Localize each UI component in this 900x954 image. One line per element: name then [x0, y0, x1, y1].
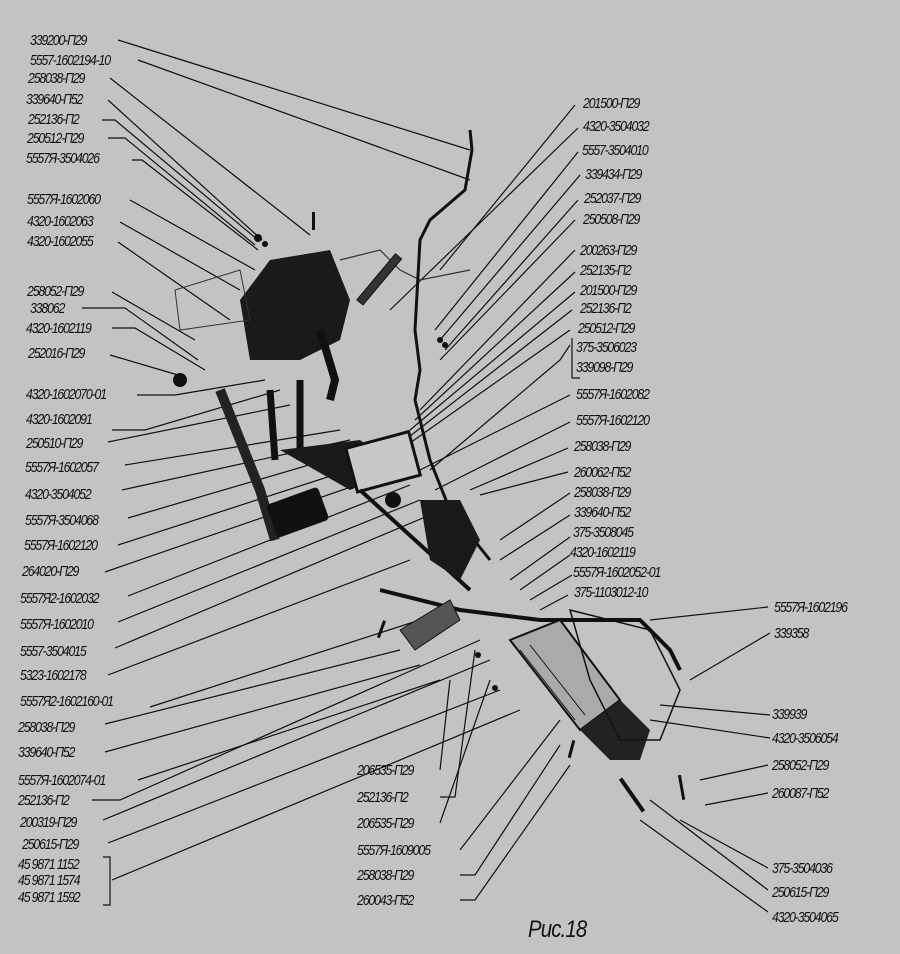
part-label: 4320-1602070-01 [26, 386, 107, 403]
part-label: 5557-1602194-10 [30, 52, 111, 69]
part-label: 258052-П29 [27, 283, 84, 300]
part-label: 252016-П29 [28, 345, 85, 362]
part-label: 258038-П29 [357, 867, 414, 884]
part-label: 206535-П29 [357, 815, 414, 832]
part-label: 252136-П2 [28, 111, 80, 128]
part-label: 200263-П29 [580, 242, 637, 259]
part-label: 5557Я-3504026 [26, 150, 100, 167]
part-label: 4320-3504065 [772, 909, 839, 926]
part-label: 339640-П52 [574, 504, 631, 521]
leader-lines-right [389, 104, 771, 913]
part-label: 4320-1602091 [26, 411, 93, 428]
part-label: 250615-П29 [22, 836, 79, 853]
part-label: 250508-П29 [583, 211, 640, 228]
part-label: 5557Я-3504068 [25, 512, 99, 529]
part-label: 260062-П52 [574, 464, 631, 481]
part-label: 250512-П29 [578, 320, 635, 337]
part-label: 5557Я-1602010 [20, 616, 94, 633]
part-label-group: 45 9871 1152 [18, 856, 80, 873]
part-label: 339434-П29 [585, 166, 642, 183]
part-label: 258038-П29 [574, 438, 631, 455]
part-label-group: 45 9871 1592 [18, 889, 81, 906]
part-label: 4320-3504032 [583, 118, 650, 135]
part-label: 5557Я2-1602032 [20, 590, 100, 607]
part-label: 4320-3506054 [772, 730, 839, 747]
part-label: 5557Я-1602057 [25, 459, 99, 476]
part-label: 5557Я-1609005 [357, 842, 431, 859]
part-label: 258052-П29 [772, 757, 829, 774]
brake-rod [356, 129, 492, 561]
part-label: 375-1103012-10 [574, 584, 648, 601]
part-label: 375-3504036 [772, 860, 833, 877]
part-label: 5557Я-1602060 [27, 191, 101, 208]
part-label: 260087-П52 [772, 785, 829, 802]
part-label: 201500-П29 [583, 95, 640, 112]
leader-lines [82, 39, 521, 906]
part-label: 252037-П29 [584, 190, 641, 207]
part-label: 5557Я-1602196 [774, 599, 848, 616]
part-label: 201500-П29 [580, 282, 637, 299]
part-label: 4320-1602119 [26, 320, 92, 337]
part-label: 339200-П29 [30, 32, 87, 49]
part-label: 338062 [30, 300, 65, 317]
part-label: 339640-П52 [18, 744, 75, 761]
part-label: 252135-П2 [580, 262, 632, 279]
part-label: 5557Я2-1602160-01 [20, 693, 114, 710]
part-label-group: 45 9871 1574 [18, 872, 81, 889]
part-label: 206535-П29 [357, 762, 414, 779]
part-label: 339358 [774, 625, 809, 642]
part-label: 250615-П29 [772, 884, 829, 901]
part-label: 4320-3504052 [25, 486, 92, 503]
part-label: 5557Я-1602082 [576, 386, 650, 403]
part-label: 252136-П2 [18, 792, 70, 809]
part-label: 4320-1602063 [27, 213, 94, 230]
part-label: 339939 [772, 706, 807, 723]
brake-chamber [399, 599, 681, 760]
part-label: 252136-П2 [357, 789, 409, 806]
part-label: 260043-П52 [357, 892, 414, 909]
part-label: 264020-П29 [22, 563, 79, 580]
part-label: 250512-П29 [27, 130, 84, 147]
part-label: 252136-П2 [580, 300, 632, 317]
part-label: 339640-П52 [26, 91, 83, 108]
figure-caption: Рис.18 [528, 916, 587, 943]
part-label: 258038-П29 [574, 484, 631, 501]
part-label-group: 339098-П29 [576, 359, 633, 376]
part-label: 4320-1602119 [570, 544, 636, 561]
small-fasteners [254, 212, 686, 813]
part-label-group: 375-3506023 [576, 339, 637, 356]
part-label: 5323-1602178 [20, 667, 87, 684]
pedal-assembly [173, 249, 472, 592]
part-label: 250510-П29 [26, 435, 83, 452]
part-label: 200319-П29 [20, 814, 77, 831]
part-label: 5557-3504015 [20, 643, 87, 660]
part-label: 4320-1602055 [27, 233, 94, 250]
part-label: 5557-3504010 [582, 142, 649, 159]
part-label: 258038-П29 [18, 719, 75, 736]
part-label: 5557Я-1602074-01 [18, 772, 106, 789]
part-label: 5557Я-1602120 [576, 412, 650, 429]
part-label: 5557Я-1602120 [24, 537, 98, 554]
part-label: 375-3508045 [573, 524, 634, 541]
part-label: 5557Я-1602052-01 [573, 564, 661, 581]
part-label: 258038-П29 [28, 70, 85, 87]
